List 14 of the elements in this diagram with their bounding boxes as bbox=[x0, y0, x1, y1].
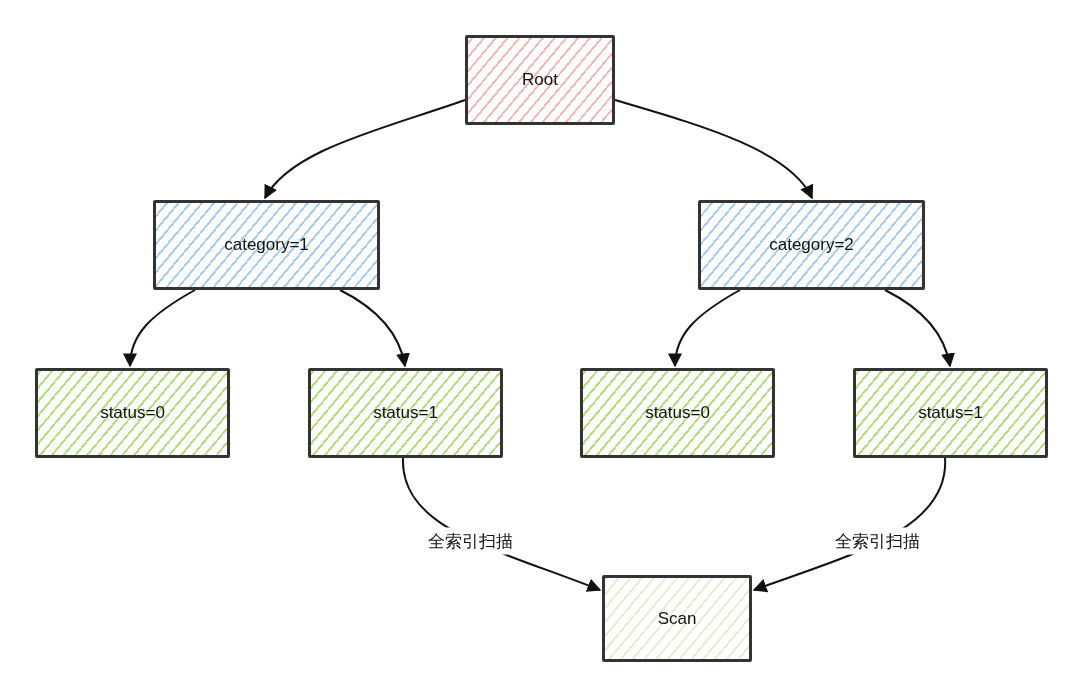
category-box: category=1 bbox=[153, 200, 380, 290]
status-box: status=0 bbox=[580, 368, 775, 458]
arrow bbox=[884, 289, 955, 368]
root-box: Root bbox=[465, 35, 615, 125]
scan-box: Scan bbox=[602, 575, 752, 662]
arrow bbox=[264, 99, 466, 200]
arrow bbox=[123, 289, 196, 368]
arrow bbox=[614, 99, 813, 200]
status-box: status=1 bbox=[308, 368, 503, 458]
arrow bbox=[668, 289, 741, 368]
category-box: category=2 bbox=[698, 200, 925, 290]
arrow bbox=[339, 289, 410, 368]
status-box: status=0 bbox=[35, 368, 230, 458]
status-box: status=1 bbox=[853, 368, 1048, 458]
